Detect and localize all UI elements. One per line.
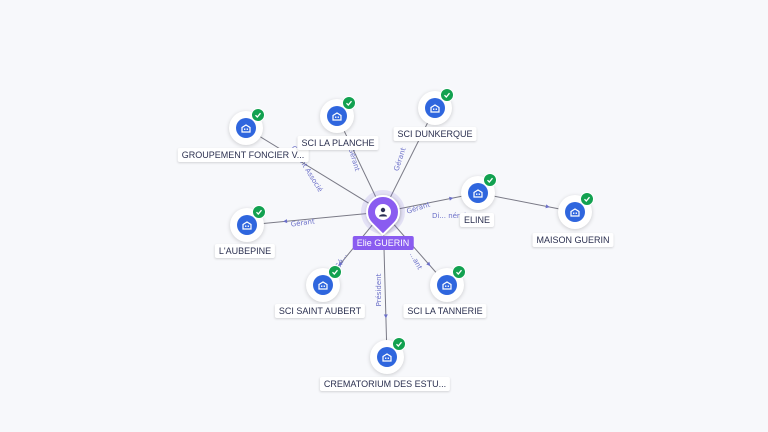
edge-aubepine [246, 211, 384, 226]
verified-check-icon [328, 265, 342, 279]
company-label-dunkerque[interactable]: SCI DUNKERQUE [393, 127, 477, 141]
company-icon-wrap [377, 347, 397, 367]
company-icon [442, 281, 452, 290]
person-icon [379, 207, 387, 217]
verified-check-icon [392, 337, 406, 351]
company-node-la-tannerie[interactable] [430, 265, 466, 302]
company-icon [241, 124, 251, 133]
company-label-la-planche[interactable]: SCI LA PLANCHE [297, 136, 379, 150]
company-label-groupement[interactable]: GROUPEMENT FONCIER V... [177, 148, 309, 162]
company-icon [318, 281, 328, 290]
person-pin [358, 187, 408, 237]
edge-arrow-crematorium [383, 314, 388, 319]
edge-label-aubepine: Gérant [290, 217, 315, 228]
edge-arrow-maison-guerin [545, 204, 550, 209]
verified-check-icon [251, 108, 265, 122]
company-node-groupement[interactable] [229, 108, 265, 145]
company-label-crematorium[interactable]: CREMATORIUM DES ESTU... [319, 377, 451, 391]
verified-check-icon [440, 88, 454, 102]
company-label-la-tannerie[interactable]: SCI LA TANNERIE [403, 304, 487, 318]
company-node-la-planche[interactable] [320, 96, 356, 133]
company-icon [473, 189, 483, 198]
edge-arrow-la-tannerie [426, 261, 431, 267]
company-node-crematorium[interactable] [370, 337, 406, 374]
edge-arrow-aubepine [283, 219, 288, 224]
company-icon-wrap [313, 275, 333, 295]
verified-check-icon [580, 192, 594, 206]
edge-arrow-eline [449, 196, 454, 201]
center-person-label[interactable]: Elie GUERIN [352, 236, 414, 250]
verified-check-icon [342, 96, 356, 110]
company-node-saint-aubert[interactable] [306, 265, 342, 302]
company-icon [570, 208, 580, 217]
company-icon-wrap [425, 98, 445, 118]
company-label-eline[interactable]: ELINE [459, 213, 495, 227]
company-icon-wrap [565, 202, 585, 222]
company-label-maison-guerin[interactable]: MAISON GUERIN [532, 233, 614, 247]
edge-label-maison-guerin: Di... néral [432, 212, 466, 220]
company-node-dunkerque[interactable] [418, 88, 454, 125]
company-icon [430, 104, 440, 113]
company-icon [242, 221, 252, 230]
company-icon-wrap [236, 118, 256, 138]
verified-check-icon [452, 265, 466, 279]
company-icon [332, 112, 342, 121]
company-icon-wrap [437, 275, 457, 295]
company-icon-wrap [237, 215, 257, 235]
edge-dunkerque [382, 107, 436, 213]
center-person-node[interactable] [358, 187, 408, 237]
company-label-saint-aubert[interactable]: SCI SAINT AUBERT [274, 304, 366, 318]
edge-arrow-saint-aubert [338, 261, 343, 267]
company-icon-wrap [327, 106, 347, 126]
company-node-aubepine[interactable] [230, 205, 266, 242]
edge-groupement [245, 127, 384, 213]
company-icon [382, 353, 392, 362]
company-node-maison-guerin[interactable] [558, 192, 594, 229]
edge-label-crematorium: Président [375, 273, 383, 306]
edge-label-eline: Gérant [406, 200, 432, 215]
company-label-aubepine[interactable]: L'AUBEPINE [214, 244, 276, 258]
edge-label-la-tannerie: ...ant [408, 251, 424, 271]
company-icon-wrap [468, 183, 488, 203]
verified-check-icon [252, 205, 266, 219]
company-node-eline[interactable] [461, 173, 497, 210]
edge-label-la-planche: Gérant [347, 147, 361, 173]
verified-check-icon [483, 173, 497, 187]
